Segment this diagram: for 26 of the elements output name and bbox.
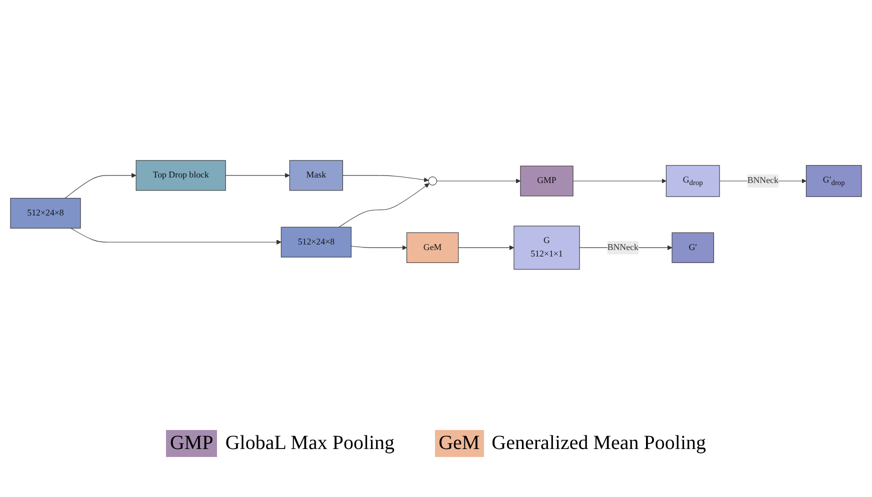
edge-label: BNNeck (747, 176, 778, 186)
arrow (572, 178, 666, 184)
node-box: G′ (672, 232, 714, 264)
node-box: G 512×1×1 (514, 226, 580, 270)
arrow (338, 183, 430, 228)
node-box: G$_{drop}$ (666, 165, 720, 197)
arrow (64, 173, 136, 199)
node-box: Top Drop block (136, 160, 226, 191)
arrow (436, 178, 521, 184)
legend-text: GlobaL Max Pooling (225, 432, 395, 455)
legend-swatch: GMP (166, 430, 218, 457)
arrow (70, 228, 282, 245)
node-box: Mask (289, 160, 344, 191)
node-circle (428, 176, 438, 186)
node-box: 512×24×8 (10, 198, 81, 229)
edge-label: BNNeck (607, 242, 638, 252)
arrow (225, 173, 290, 178)
node-box: GeM (406, 232, 459, 264)
node-box: G′$_{drop}$ (806, 165, 862, 197)
legend-text: Generalized Mean Pooling (492, 432, 706, 455)
node-box: 512×24×8 (280, 226, 352, 258)
arrow (342, 175, 429, 182)
legend-swatch: GeM (434, 430, 484, 457)
arrow (350, 245, 407, 250)
arrow (458, 245, 514, 250)
node-box: GMP (520, 166, 574, 196)
